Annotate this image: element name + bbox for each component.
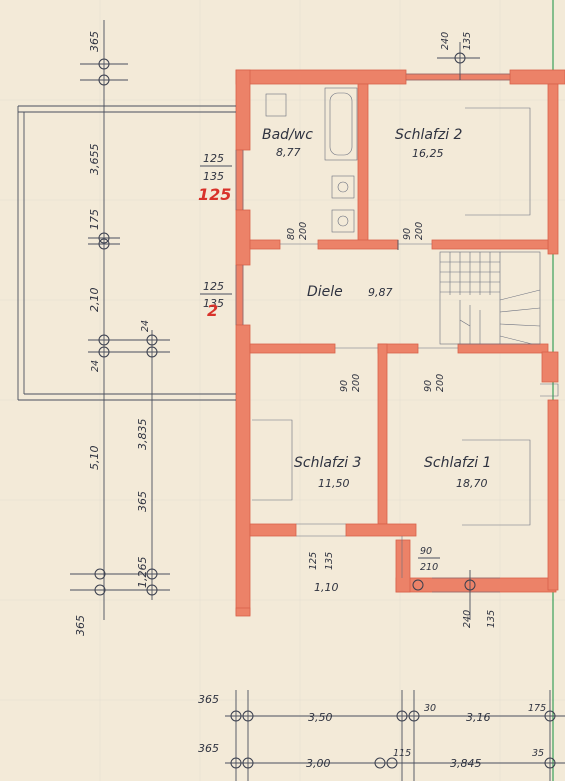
bottom-dimension-lines <box>225 690 565 781</box>
bottom-row2-35: 35 <box>532 748 544 759</box>
bed2-door-height: 200 <box>414 222 425 240</box>
bath-fixtures <box>265 87 358 233</box>
bottom-row1-316: 3,16 <box>466 711 491 724</box>
bottom-row2-300: 3,00 <box>306 757 331 770</box>
room-name-bed2: Schlafzi 2 <box>395 127 463 143</box>
top-window-height: 135 <box>462 32 473 50</box>
hall-window-height: 135 <box>203 297 224 310</box>
small-door-height: 210 <box>420 562 438 573</box>
bed2-door-width: 90 <box>402 228 413 240</box>
doors <box>280 243 458 578</box>
bottom-row2-3845: 3,845 <box>450 757 482 770</box>
reference-lines <box>17 20 480 620</box>
bed3-door-height: 200 <box>351 374 362 392</box>
bath-window-height: 135 <box>203 170 224 183</box>
left-dim-24a: 24 <box>140 320 151 332</box>
bath-door-height: 200 <box>298 222 309 240</box>
room-area-bath: 8,77 <box>276 146 301 159</box>
walls <box>235 69 565 617</box>
small-door-width: 90 <box>420 546 432 557</box>
bath-window-correction: 125 <box>198 185 231 204</box>
left-dim-3655: 3,655 <box>88 144 101 176</box>
left-dim-210: 2,10 <box>88 288 101 313</box>
windows <box>235 73 510 593</box>
dimension-markers <box>94 52 476 596</box>
room-name-hall: Diele <box>307 284 343 300</box>
room-area-bed1: 18,70 <box>456 477 488 490</box>
bottom-row1-175: 175 <box>528 703 546 714</box>
left-dim-365-mid: 365 <box>136 491 149 512</box>
furniture <box>252 107 559 526</box>
room-area-bed3: 11,50 <box>318 477 350 490</box>
top-window-width: 240 <box>440 32 451 50</box>
left-dim-3835: 3,835 <box>136 419 149 451</box>
bed1-door-height: 200 <box>435 374 446 392</box>
hall-window-width: 125 <box>203 280 224 293</box>
left-dim-365-bottom: 365 <box>74 615 87 636</box>
room-name-bed3: Schlafzi 3 <box>294 455 361 471</box>
left-dim-175: 175 <box>88 209 101 230</box>
left-dim-1265: 1,265 <box>136 557 149 589</box>
room-name-bath: Bad/wc <box>262 127 313 143</box>
left-dim-24b: 24 <box>90 360 101 372</box>
bath-door-width: 80 <box>286 228 297 240</box>
bottom-row1-350: 3,50 <box>308 711 333 724</box>
bed1-window-height: 135 <box>486 610 497 628</box>
bottom-row2-115: 115 <box>393 748 411 759</box>
room-area-hall: 9,87 <box>368 286 393 299</box>
hall-window-correction: 2 <box>207 301 218 320</box>
small-window-width: 125 <box>308 552 319 570</box>
staircase <box>439 251 541 345</box>
room-area-small: 1,10 <box>314 581 339 594</box>
bottom-row1-30: 30 <box>424 703 436 714</box>
bottom-row2-365: 365 <box>198 742 219 755</box>
room-area-bed2: 16,25 <box>412 147 444 160</box>
room-name-bed1: Schlafzi 1 <box>424 455 491 471</box>
left-dim-510: 5,10 <box>88 446 101 471</box>
small-window-height: 135 <box>324 552 335 570</box>
bed1-window-width: 240 <box>462 610 473 628</box>
bottom-row1-365: 365 <box>198 693 219 706</box>
bed3-door-width: 90 <box>339 380 350 392</box>
bath-window-width: 125 <box>203 152 224 165</box>
bed1-door-width: 90 <box>423 380 434 392</box>
left-dim-top: 365 <box>88 31 101 52</box>
